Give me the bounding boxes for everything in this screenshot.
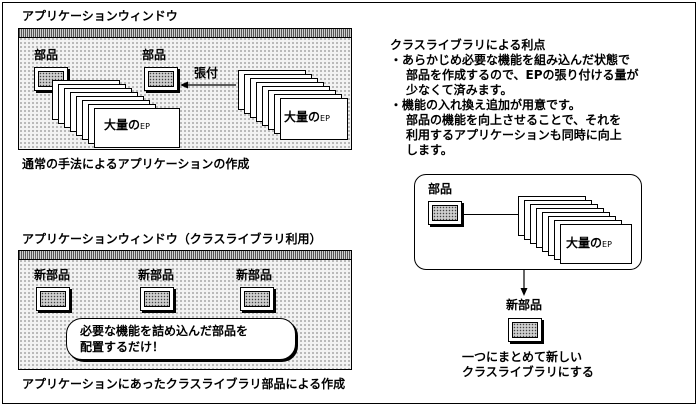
ep-label-source: 大量の (284, 110, 321, 124)
advantage-2-line-2: 部品の機能を向上させることで、それを (406, 113, 622, 127)
new-part-component (508, 318, 542, 342)
advantage-2-line-3: 利用するアプリケーションも同時に向上 (406, 128, 622, 142)
ep-label-attached: 大量の (104, 118, 141, 132)
callout-line-2: 配置するだけ！ (80, 340, 165, 354)
advantage-1-line-1: ・あらかじめ必要な機能を組み込んだ状態で (390, 53, 631, 67)
ep-label-library: 大量の (566, 236, 603, 250)
new-part-label-2: 新部品 (138, 268, 175, 282)
bottom-caption: アプリケーションにあったクラスライブラリ部品による作成 (22, 377, 346, 391)
top-window-title: アプリケーションウィンドウ (22, 9, 178, 23)
bottom-window-title: アプリケーションウィンドウ（クラスライブラリ利用） (22, 232, 322, 246)
new-part-component-3 (240, 287, 274, 311)
library-part-component (428, 201, 462, 225)
library-caption-line-2: クラスライブラリにする (462, 365, 594, 379)
library-connector (464, 214, 518, 216)
new-part-label-1: 新部品 (34, 268, 71, 282)
new-part-component-1 (36, 287, 70, 311)
paste-label: 張付 (194, 66, 219, 80)
new-part-component-2 (140, 287, 174, 311)
down-arrow (520, 270, 528, 296)
paste-arrow (180, 81, 236, 89)
new-part-label-3: 新部品 (236, 268, 273, 282)
advantage-2-line-1: ・機能の入れ換え追加が用意です。 (390, 98, 581, 112)
callout-line-1: 必要な機能を詰め込んだ部品を (80, 324, 249, 338)
bottom-window-titlebar (19, 251, 351, 260)
part-component-2 (144, 67, 178, 91)
new-part-label: 新部品 (506, 298, 543, 312)
library-caption-line-1: 一つにまとめて新しい (462, 350, 583, 364)
top-window-titlebar (19, 29, 351, 38)
callout-bubble (66, 318, 296, 360)
diagram-frame (2, 2, 696, 404)
part-component-1 (34, 67, 68, 91)
advantages-heading: クラスライブラリによる利点 (390, 38, 546, 52)
part-label-2: 部品 (142, 48, 167, 62)
part-label-1: 部品 (34, 48, 59, 62)
advantage-1-line-2: 部品を作成するので、EPの張り付ける量が (406, 68, 639, 82)
top-caption: 通常の手法によるアプリケーションの作成 (22, 157, 250, 171)
advantage-1-line-3: 少なくて済みます。 (406, 83, 513, 97)
library-part-label: 部品 (428, 182, 453, 196)
advantage-2-line-4: します。 (406, 143, 453, 157)
